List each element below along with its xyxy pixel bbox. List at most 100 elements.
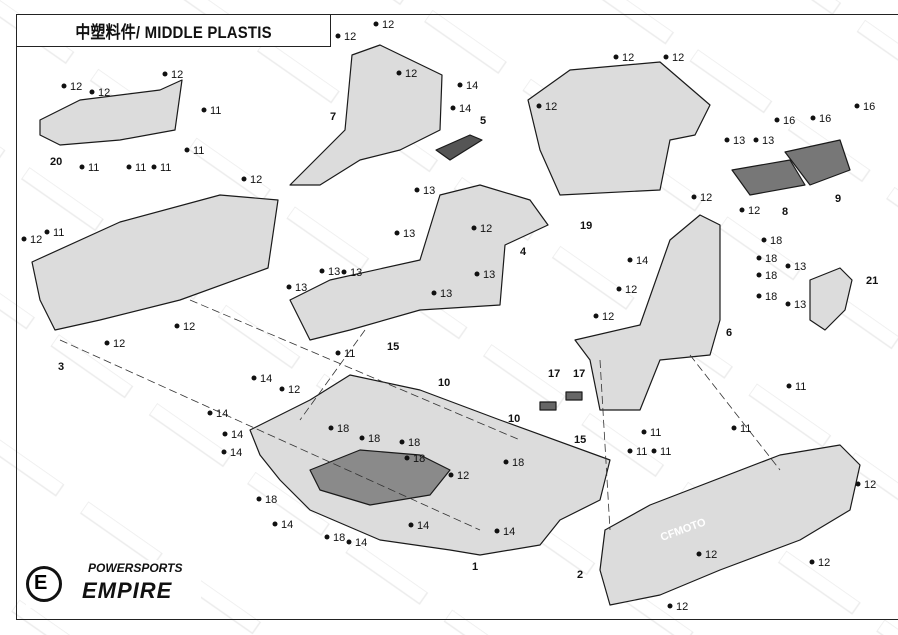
- part-17-pad: [565, 391, 583, 401]
- callout-label: 11: [740, 423, 751, 435]
- fastener-icon: [809, 559, 815, 565]
- part-2-right-side-panel: [599, 444, 861, 606]
- fastener-icon: [471, 225, 477, 231]
- fastener-icon: [691, 194, 697, 200]
- fastener-icon: [184, 147, 190, 153]
- part-number-label: 15: [574, 434, 586, 446]
- fastener-icon: [151, 164, 157, 170]
- fastener-icon: [359, 435, 365, 441]
- part-19-storage-box: [527, 61, 711, 196]
- fastener-icon: [724, 137, 730, 143]
- part-number-label: 6: [726, 327, 732, 339]
- logo-line2: EMPIRE: [82, 578, 173, 603]
- fastener-icon: [404, 455, 410, 461]
- fastener-icon: [279, 386, 285, 392]
- callout-label: 18: [512, 457, 524, 469]
- title-box: 中塑料件/ MIDDLE PLASTIS: [16, 14, 331, 47]
- fastener-icon: [651, 448, 657, 454]
- part-number-label: 7: [330, 111, 336, 123]
- callout-label: 11: [160, 162, 171, 174]
- callout-label: 12: [748, 205, 760, 217]
- fastener-icon: [494, 528, 500, 534]
- fastener-icon: [785, 263, 791, 269]
- logo-line1: POWERSPORTS: [88, 561, 183, 575]
- callout-label: 11: [650, 427, 661, 439]
- fastener-icon: [324, 534, 330, 540]
- callout-label: 13: [295, 282, 307, 294]
- callout-label: 12: [818, 557, 830, 569]
- part-3-left-side-panel: [31, 194, 279, 331]
- fastener-icon: [201, 107, 207, 113]
- fastener-icon: [319, 268, 325, 274]
- fastener-icon: [399, 439, 405, 445]
- fastener-icon: [739, 207, 745, 213]
- fastener-icon: [613, 54, 619, 60]
- fastener-icon: [222, 431, 228, 437]
- fastener-icon: [756, 293, 762, 299]
- part-number-label: 5: [480, 115, 486, 127]
- leader-lines: [59, 299, 781, 531]
- callout-label: 12: [622, 52, 634, 64]
- fastener-icon: [373, 21, 379, 27]
- fastener-icon: [61, 83, 67, 89]
- fastener-icon: [753, 137, 759, 143]
- part-17-pad: [539, 401, 557, 411]
- logo-emblem-icon: E: [26, 566, 62, 602]
- callout-label: 13: [423, 185, 435, 197]
- callout-label: 18: [337, 423, 349, 435]
- fastener-icon: [414, 187, 420, 193]
- part-number-label: 19: [580, 220, 592, 232]
- part-number-label: 1: [472, 561, 478, 573]
- fastener-icon: [536, 103, 542, 109]
- part-4-center-console: [289, 184, 549, 341]
- fastener-icon: [503, 459, 509, 465]
- callout-label: 13: [350, 267, 362, 279]
- fastener-icon: [104, 340, 110, 346]
- fastener-icon: [335, 350, 341, 356]
- fastener-icon: [731, 425, 737, 431]
- callout-label: 11: [636, 446, 647, 458]
- fastener-icon: [855, 481, 861, 487]
- part-number-label: 20: [50, 156, 62, 168]
- callout-label: 11: [210, 105, 221, 117]
- part-6-rear-frame-panel: [574, 214, 721, 411]
- callout-label: 11: [193, 145, 204, 157]
- fastener-icon: [448, 472, 454, 478]
- callout-label: 13: [794, 261, 806, 273]
- fastener-icon: [667, 603, 673, 609]
- fastener-icon: [408, 522, 414, 528]
- callout-label: 18: [333, 532, 345, 544]
- callout-label: 18: [765, 270, 777, 282]
- callout-label: 18: [413, 453, 425, 465]
- fastener-icon: [396, 70, 402, 76]
- page-title: 中塑料件/ MIDDLE PLASTIS: [75, 23, 272, 42]
- callout-label: 12: [288, 384, 300, 396]
- callout-label: 14: [459, 103, 471, 115]
- part-number-label: 3: [58, 361, 64, 373]
- callout-label: 11: [795, 381, 806, 393]
- fastener-icon: [89, 89, 95, 95]
- callout-label: 14: [636, 255, 648, 267]
- part-number-label: 17: [573, 368, 585, 380]
- fastener-icon: [756, 255, 762, 261]
- fastener-icon: [79, 164, 85, 170]
- callout-label: 13: [794, 299, 806, 311]
- fastener-icon: [457, 82, 463, 88]
- callout-label: 16: [819, 113, 831, 125]
- callout-label: 14: [231, 429, 243, 441]
- fastener-icon: [756, 272, 762, 278]
- callout-label: 12: [250, 174, 262, 186]
- part-5-cover: [435, 134, 483, 161]
- callout-label: 16: [863, 101, 875, 113]
- part-number-label: 4: [520, 246, 527, 258]
- part-20-floor-panel: [39, 79, 183, 146]
- fastener-icon: [474, 271, 480, 277]
- part-9-cover: [784, 139, 851, 186]
- fastener-icon: [663, 54, 669, 60]
- callout-label: 18: [265, 494, 277, 506]
- part-1-floor-mat: [309, 449, 451, 506]
- part-number-label: 17: [548, 368, 560, 380]
- part-number-label: 8: [782, 206, 788, 218]
- fastener-icon: [450, 105, 456, 111]
- fastener-icon: [341, 269, 347, 275]
